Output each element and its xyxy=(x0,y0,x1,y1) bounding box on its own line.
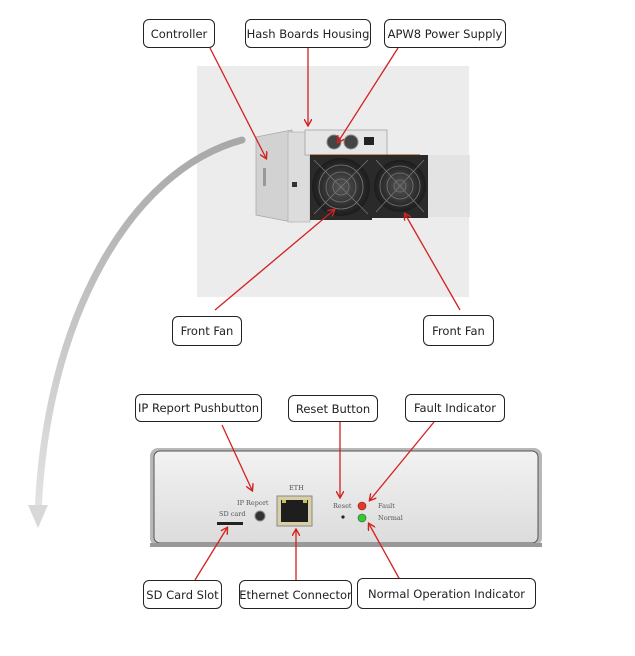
arrow-controller xyxy=(209,47,266,158)
label-power-supply: APW8 Power Supply xyxy=(384,19,506,48)
panel-text-normal: Normal xyxy=(378,514,403,522)
label-ethernet-connector: Ethernet Connector xyxy=(239,580,352,609)
arrow-fault xyxy=(370,421,435,500)
arrow-ip-report xyxy=(221,424,252,490)
transition-curve-arrow xyxy=(28,136,246,528)
label-sd-card-slot: SD Card Slot xyxy=(143,580,222,609)
label-ip-report-pushbutton: IP Report Pushbutton xyxy=(135,394,262,422)
label-front-fan-right: Front Fan xyxy=(423,315,494,346)
miner-unit-illustration xyxy=(255,129,470,223)
label-reset-button: Reset Button xyxy=(288,395,378,422)
normal-led xyxy=(357,513,367,523)
panel-text-reset: Reset xyxy=(333,502,352,510)
label-controller: Controller xyxy=(143,19,215,48)
label-normal-operation-indicator: Normal Operation Indicator xyxy=(357,578,536,609)
ethernet-port xyxy=(276,495,313,527)
arrow-sd-card xyxy=(194,528,227,581)
reset-hole xyxy=(341,515,345,519)
arrow-front-fan-left xyxy=(214,210,334,311)
panel-text-fault: Fault xyxy=(378,502,395,510)
panel-text-sd-card: SD card xyxy=(219,510,246,518)
panel-text-eth: ETH xyxy=(289,484,304,492)
sd-card-slot xyxy=(217,522,243,525)
label-hash-boards-housing: Hash Boards Housing xyxy=(245,19,371,48)
label-front-fan-left: Front Fan xyxy=(172,316,242,346)
fault-led xyxy=(357,501,367,511)
arrow-power-supply xyxy=(338,47,399,142)
controller-panel-illustration: SD card IP Report ETH Reset Fault Normal xyxy=(150,448,542,547)
ip-report-button xyxy=(254,510,266,522)
label-fault-indicator: Fault Indicator xyxy=(405,394,505,422)
arrow-front-fan-right xyxy=(405,214,461,311)
arrow-normal xyxy=(369,524,401,581)
panel-text-ip-report: IP Report xyxy=(237,499,269,507)
